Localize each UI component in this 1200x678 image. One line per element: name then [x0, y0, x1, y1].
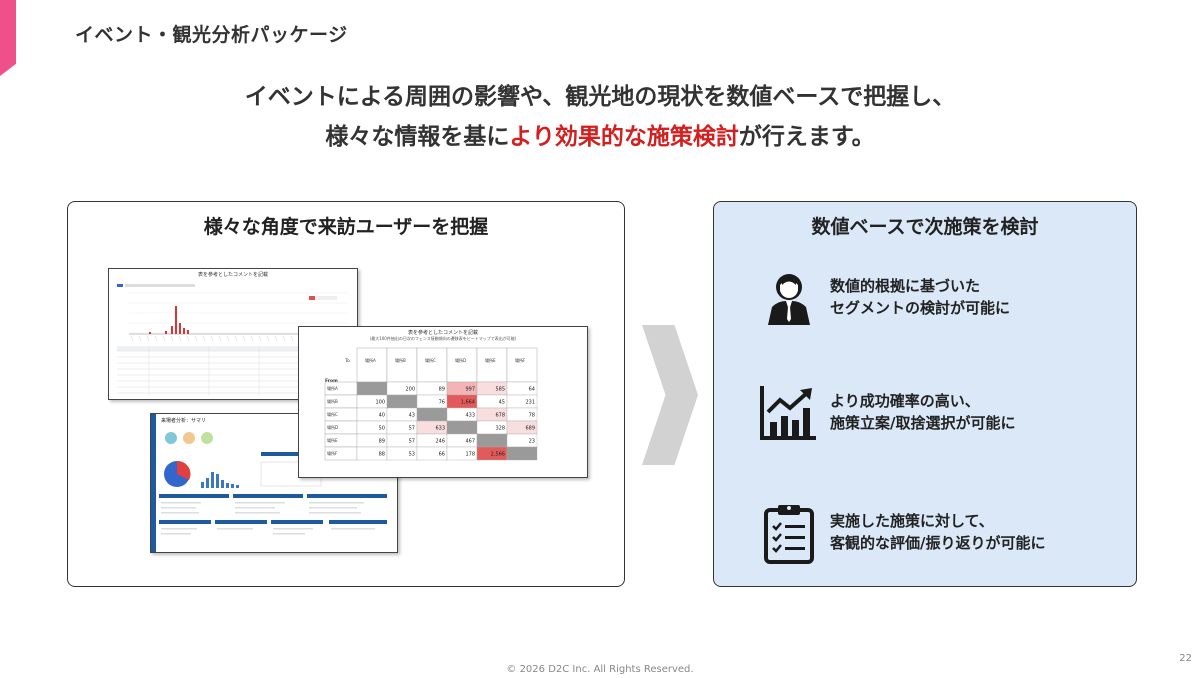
thumb1-title: 表を参考としたコメントを記載 [197, 272, 268, 278]
matrix-col-header: 場所F [515, 357, 526, 363]
matrix-cell-value: 2,566 [491, 452, 505, 458]
matrix-cell [356, 381, 388, 396]
matrix-col-header: 場所D [455, 357, 466, 363]
matrix-cell-value: 1,664 [461, 400, 475, 406]
right-panel: 数値ベースで次施策を検討 数値的根拠に基づいた セグメントの検討が可能に よ [713, 201, 1137, 587]
matrix-col-header: 場所E [485, 357, 496, 363]
lead-line-1: イベントによる周囲の影響や、観光地の現状を数値ベースで把握し、 [244, 84, 956, 110]
matrix-cell-value: 100 [375, 400, 385, 406]
matrix-cell-value: 328 [495, 426, 505, 432]
thumb3-subtitle: (最大100件抽出の日次のフェンス接触傾向の遷移表をヒートマップで表出が可能) [369, 336, 517, 341]
matrix-cell-value: 231 [525, 400, 535, 406]
matrix-cell-value: 678 [495, 413, 505, 419]
matrix-cell-value: 89 [379, 439, 385, 445]
matrix-cell-value: 89 [439, 387, 445, 393]
matrix-cell-value: 64 [529, 387, 535, 393]
businessman-icon [768, 274, 810, 325]
matrix-cell-value: 45 [499, 400, 505, 406]
thumb1-graphic [117, 284, 349, 396]
copyright: © 2026 D2C Inc. All Rights Reserved. [506, 664, 694, 675]
feature-line-1: 実施した施策に対して、 [830, 512, 994, 530]
matrix-cell-value: 246 [435, 439, 445, 445]
matrix-row-header: 場所B [327, 398, 338, 404]
matrix-cell-value: 66 [439, 452, 445, 458]
matrix-cell-value: 200 [405, 387, 415, 393]
matrix-col-header: 場所C [425, 357, 436, 363]
clipboard-checklist-icon [764, 505, 814, 564]
matrix-cell-value: 43 [409, 413, 415, 419]
feature-line-2: 施策立案/取捨選択が可能に [830, 414, 1016, 432]
matrix-cell-value: 40 [379, 413, 385, 419]
thumb2-title: 来場者分析：サマリ [161, 418, 207, 424]
feature-line-1: 数値的根拠に基づいた [830, 277, 981, 295]
matrix-col-header: 場所B [395, 357, 406, 363]
matrix-col-header-cell [416, 347, 448, 383]
feature-line-1: より成功確率の高い、 [830, 392, 980, 410]
matrix-col-header-cell [386, 347, 418, 383]
feature-line-2: セグメントの検討が可能に [830, 299, 1011, 317]
matrix-row-header: 場所F [327, 450, 338, 456]
matrix-cell-value: 50 [379, 426, 385, 432]
matrix-cell [416, 407, 448, 422]
matrix-cell-value: 57 [409, 439, 415, 445]
page-title: イベント・観光分析パッケージ [75, 24, 348, 46]
page-number: 22 [1179, 653, 1192, 664]
matrix-cell [506, 446, 538, 461]
matrix-cell-value: 57 [409, 426, 415, 432]
left-panel: 様々な角度で来訪ユーザーを把握 表を参考としたコメントを記載 [67, 201, 625, 587]
feature-item: 実施した施策に対して、 客観的な評価/振り返りが可能に [758, 502, 1118, 572]
right-panel-title: 数値ベースで次施策を検討 [811, 216, 1039, 238]
matrix-cell-value: 689 [525, 426, 535, 432]
matrix-cell-value: 88 [379, 452, 385, 458]
matrix-row-header: 場所C [327, 411, 338, 417]
matrix-cell-value: 53 [409, 452, 415, 458]
left-panel-title: 様々な角度で来訪ユーザーを把握 [203, 216, 489, 238]
matrix-col-header-cell [356, 347, 388, 383]
accent-bar [0, 0, 16, 76]
feature-item: より成功確率の高い、 施策立案/取捨選択が可能に [758, 382, 1118, 452]
feature-text: 数値的根拠に基づいた セグメントの検討が可能に [830, 275, 1010, 319]
matrix-col-header-cell [446, 347, 478, 383]
lead-line-2: 様々な情報を基により効果的な施策検討が行えます。 [0, 117, 1200, 151]
matrix-cell-value: 997 [465, 387, 475, 393]
matrix-col-header-cell [506, 347, 538, 383]
matrix-col-header-cell [476, 347, 508, 383]
feature-line-2: 客観的な評価/振り返りが可能に [830, 534, 1046, 552]
matrix-to-label: To [344, 358, 350, 364]
matrix-cell-value: 585 [495, 387, 505, 393]
thumb3-title: 表を参考としたコメントを記載 [407, 330, 478, 336]
matrix-cell-value: 633 [435, 426, 445, 432]
feature-text: より成功確率の高い、 施策立案/取捨選択が可能に [830, 390, 1015, 434]
matrix-cell-value: 178 [465, 452, 475, 458]
growth-chart-icon [760, 386, 816, 440]
lead-line-2-pre: 様々な情報を基に [325, 124, 510, 150]
feature-item: 数値的根拠に基づいた セグメントの検討が可能に [758, 267, 1118, 337]
lead-line-2-post: が行えます。 [738, 124, 875, 150]
matrix-from-label: From [325, 378, 338, 384]
matrix-cell-value: 78 [529, 413, 535, 419]
matrix-cell-value: 23 [529, 439, 535, 445]
matrix-cell-value: 433 [465, 413, 475, 419]
matrix-cell-value: 76 [439, 400, 445, 406]
matrix-cell-value: 467 [465, 439, 475, 445]
flow-arrow [642, 325, 698, 465]
matrix-cell [476, 433, 508, 448]
matrix-row-header: 場所E [327, 437, 338, 443]
matrix-col-header: 場所A [365, 357, 376, 363]
matrix-cell [386, 394, 418, 409]
matrix-row-header: 場所D [327, 424, 338, 430]
lead-highlight: より効果的な施策検討 [509, 124, 739, 150]
thumb2-side-bar [151, 414, 156, 552]
matrix-row-header: 場所A [327, 385, 338, 391]
matrix-cell [446, 420, 478, 435]
report-thumbnail-heatmap: 表を参考としたコメントを記載 (最大100件抽出の日次のフェンス接触傾向の遷移表… [298, 326, 588, 478]
feature-text: 実施した施策に対して、 客観的な評価/振り返りが可能に [830, 510, 1045, 554]
